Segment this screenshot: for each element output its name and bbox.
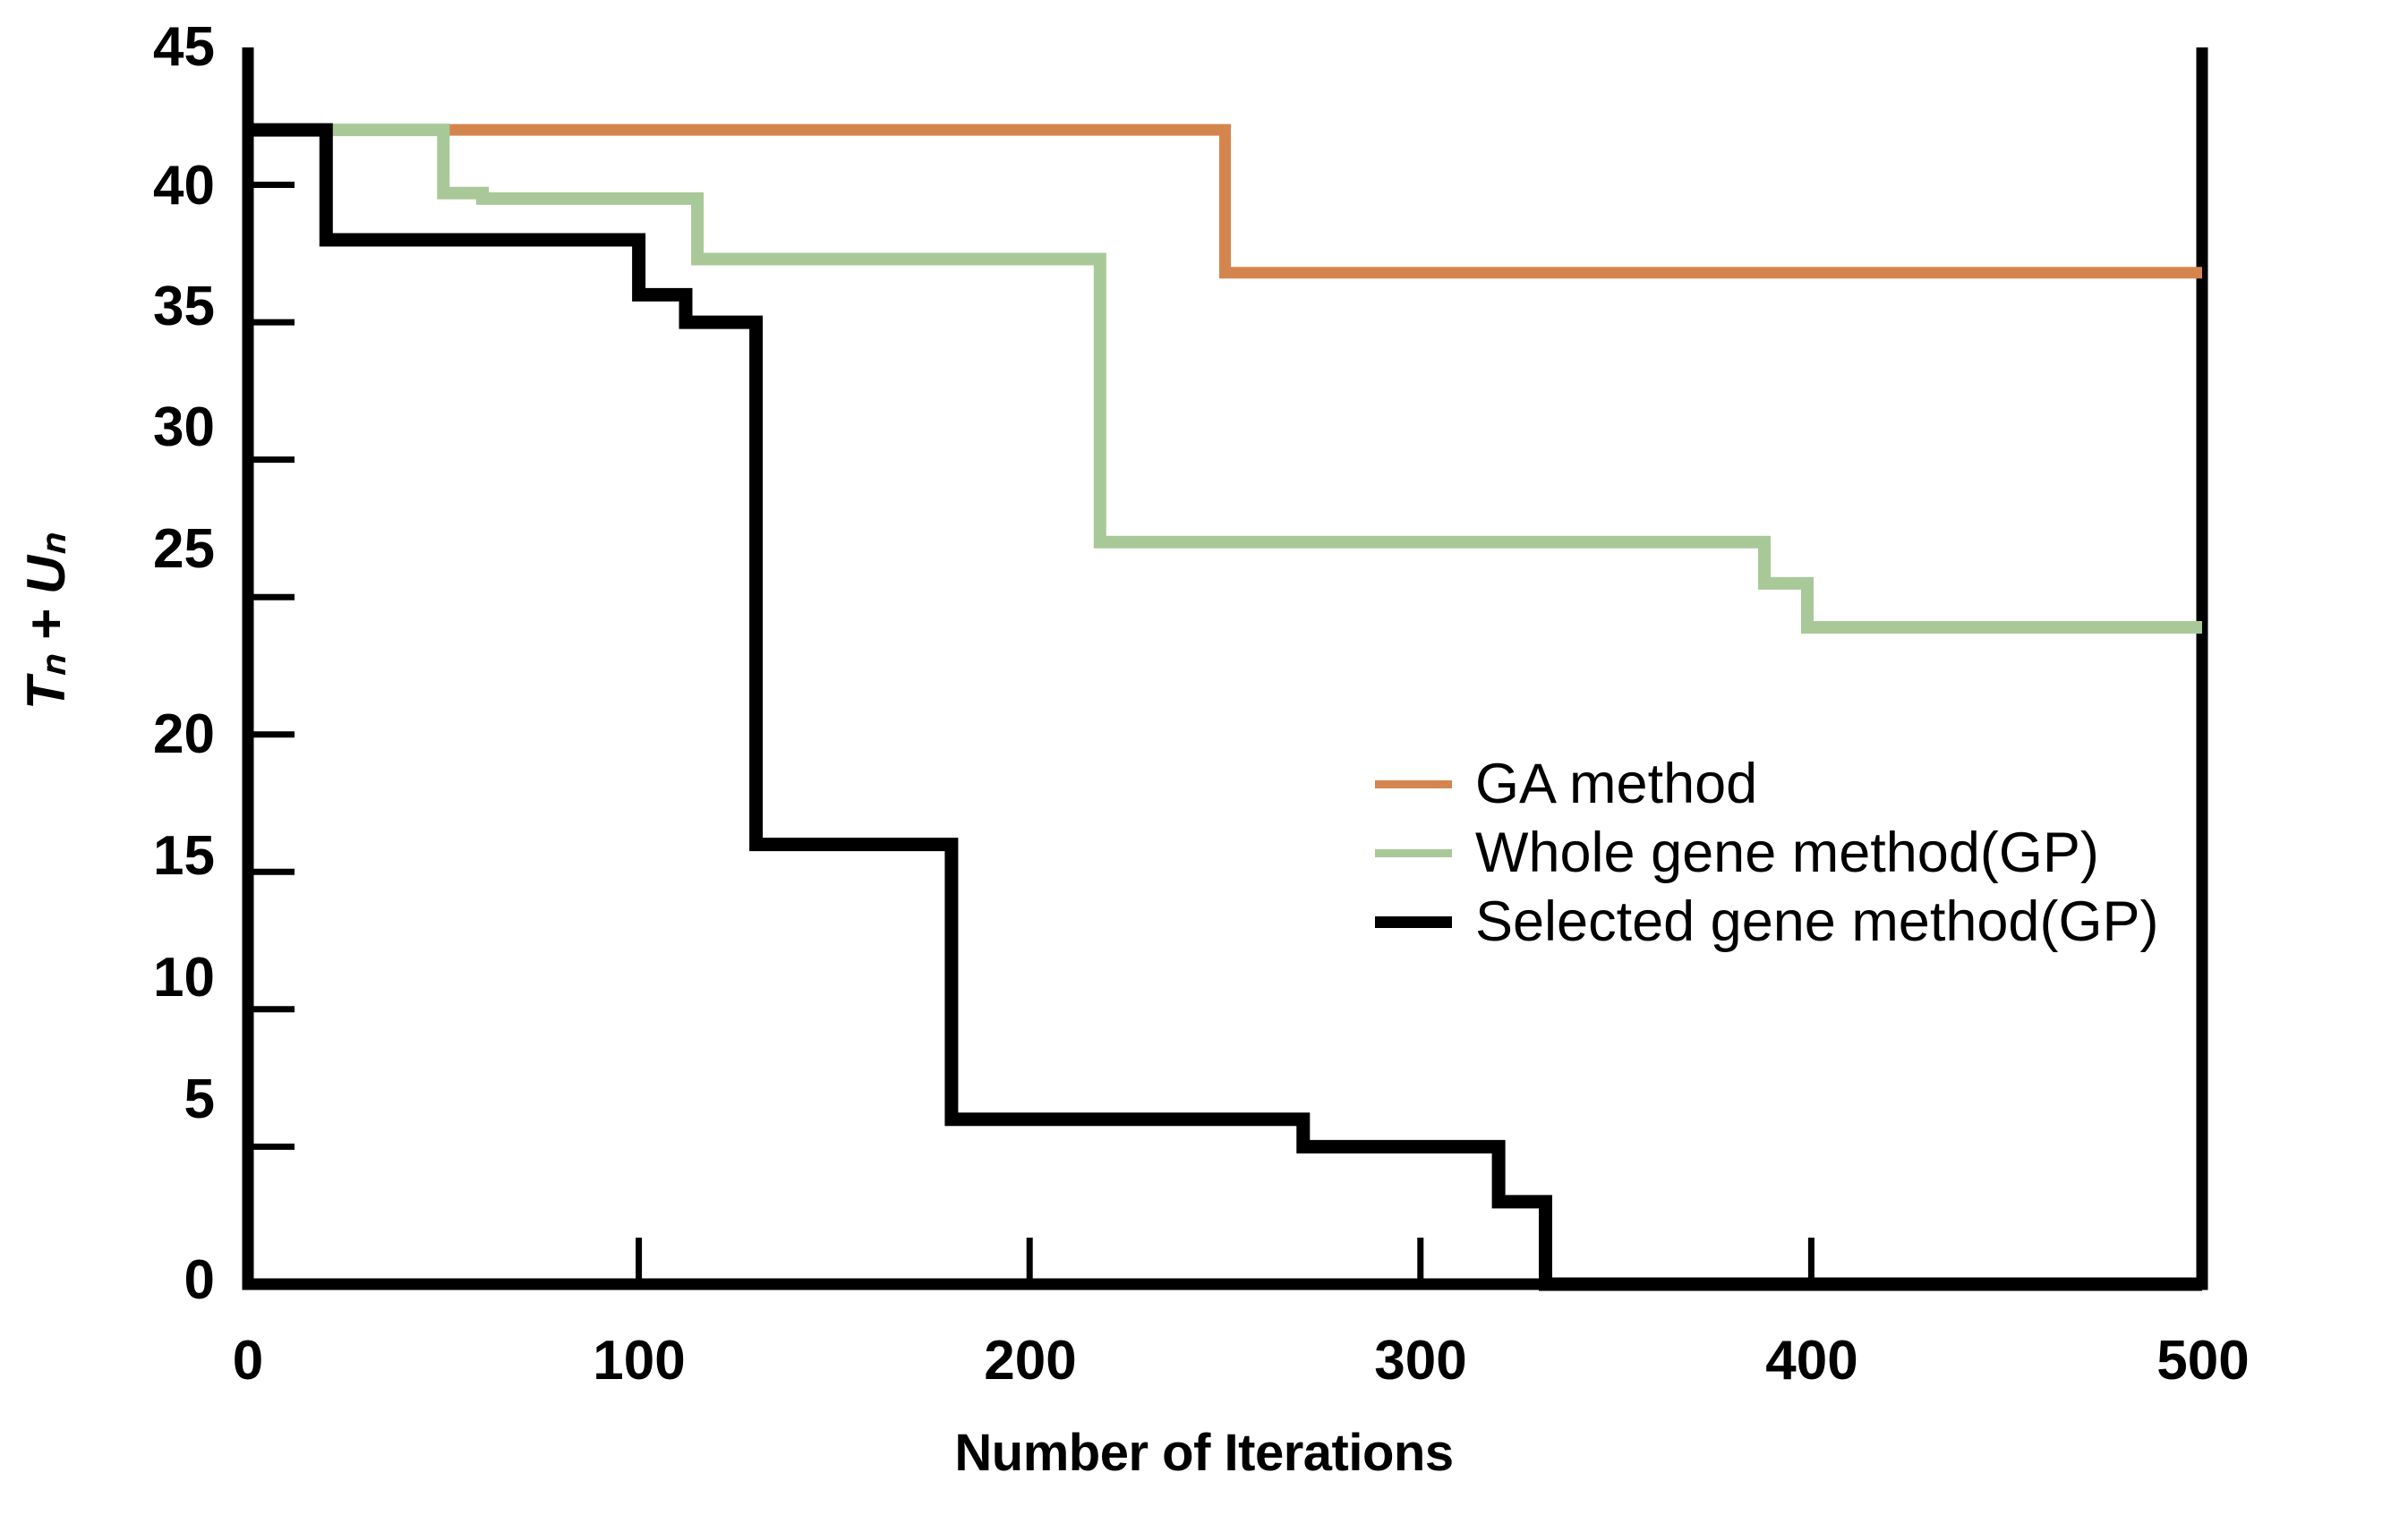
legend-label-selected-gene-method: Selected gene method(GP) xyxy=(1475,890,2159,953)
legend-item-ga-method: GA method xyxy=(1375,750,2158,819)
y-tick-label-10: 10 xyxy=(153,947,215,1009)
chart-legend: GA method Whole gene method(GP) Selected… xyxy=(1375,750,2158,957)
legend-swatch-selected-gene-method xyxy=(1375,916,1452,928)
legend-label-whole-gene-method: Whole gene method(GP) xyxy=(1475,822,2099,884)
y-tick-label-40: 40 xyxy=(153,155,215,217)
y-axis-title-text: Tₙ + Uₙ xyxy=(16,533,76,711)
y-tick-label-15: 15 xyxy=(153,825,215,887)
x-tick-label-0: 0 xyxy=(232,1330,264,1392)
y-tick-label-35: 35 xyxy=(153,276,215,337)
y-axis-title: Tₙ + Uₙ xyxy=(15,470,78,774)
plot-svg xyxy=(242,47,2208,1291)
y-axis-ticks xyxy=(248,182,295,1150)
y-tick-label-45: 45 xyxy=(153,16,215,78)
legend-item-selected-gene-method: Selected gene method(GP) xyxy=(1375,888,2158,957)
x-tick-label-100: 100 xyxy=(593,1330,686,1392)
y-tick-label-30: 30 xyxy=(153,396,215,458)
y-tick-label-20: 20 xyxy=(153,703,215,765)
y-tick-label-5: 5 xyxy=(184,1069,215,1130)
x-axis-ticks xyxy=(636,1238,1815,1284)
x-tick-label-500: 500 xyxy=(2156,1330,2250,1392)
x-tick-label-300: 300 xyxy=(1374,1330,1467,1392)
legend-label-ga-method: GA method xyxy=(1475,753,1758,815)
x-tick-label-200: 200 xyxy=(984,1330,1077,1392)
x-tick-label-400: 400 xyxy=(1765,1330,1858,1392)
y-tick-label-25: 25 xyxy=(153,518,215,580)
series-line-whole-gene-method xyxy=(248,123,2202,634)
legend-item-whole-gene-method: Whole gene method(GP) xyxy=(1375,819,2158,888)
series-line-ga-method xyxy=(248,123,2202,279)
legend-swatch-whole-gene-method xyxy=(1375,849,1452,857)
series-line-selected-gene-method xyxy=(248,123,2202,1291)
legend-swatch-ga-method xyxy=(1375,780,1452,788)
x-axis-title: Number of Iterations xyxy=(954,1424,1454,1482)
y-tick-label-0: 0 xyxy=(184,1249,215,1311)
plot-area xyxy=(242,47,2208,1291)
axis-spines xyxy=(242,47,2208,1290)
